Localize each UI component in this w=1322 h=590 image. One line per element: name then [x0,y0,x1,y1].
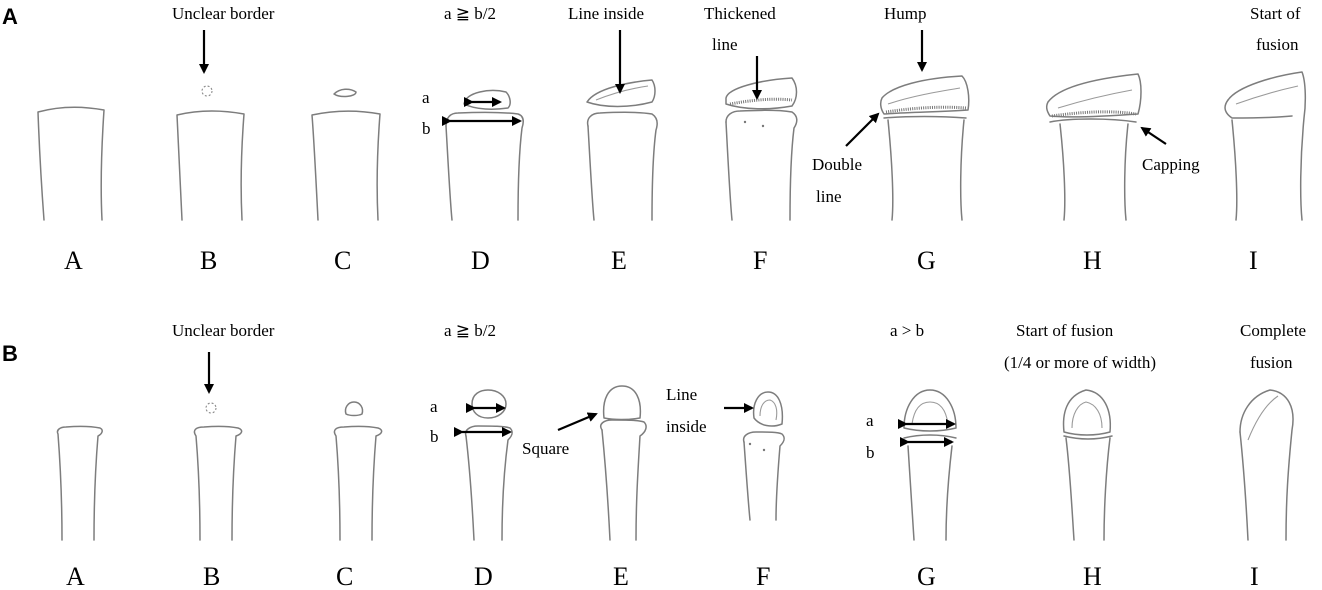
ann-start-fusion-1-a: Start of [1250,4,1301,23]
ann-line-inside-1-b: Line [666,385,697,404]
panel-b-stage-a-bone [56,425,103,541]
ann-double-line-1-a: Double [812,155,862,174]
ann-a-a: a [422,88,430,107]
panel-a-stage-label: B [200,246,217,275]
panel-a-stage-c-bone [311,88,381,221]
ann-ratio-a: a ≧ b/2 [444,4,496,23]
panel-a-stage-label: G [917,246,936,275]
ann-unclear-border-a: Unclear border [172,4,275,23]
panel-b-stage-label: B [203,562,220,590]
ann-start-fusion-note-b: (1/4 or more of width) [1004,353,1156,372]
ann-complete-fusion-2-b: fusion [1250,353,1293,372]
panel-b-stage-c-bone [333,401,383,541]
panel-a-stage-f-bone [725,77,798,221]
panel-b-stage-e-bone [600,385,647,541]
panel-a-stage-label: D [471,246,490,275]
ann-a-g-b: a [866,411,874,430]
panel-b-stage-label: H [1083,562,1102,590]
arrow-capping-a [1140,126,1167,145]
panel-a-stage-e-bone [586,79,658,221]
panel-a-stage-a-bone [37,106,105,221]
ann-start-fusion-b: Start of fusion [1016,321,1114,340]
panel-b-stage-b-bone [193,402,243,541]
panel-b-stage-f-bone [742,391,785,521]
panel-b-stage-label: D [474,562,493,590]
panel-b-stage-h-bone [1062,389,1113,541]
panel-a-stage-h-bone [1045,73,1142,221]
panel-b-stage-g-bone [898,389,957,541]
panel-b-stage-label: G [917,562,936,590]
panel-a-stage-g-bone [879,75,970,221]
panel-b-stage-label: C [336,562,353,590]
ann-ratio-b: a ≧ b/2 [444,321,496,340]
ann-b-a: b [422,119,431,138]
ann-ratio-g-b: a > b [890,321,924,340]
panel-b-stage-label: A [66,562,85,590]
ann-complete-fusion-1-b: Complete [1240,321,1306,340]
panel-b-stage-d-bone [454,389,513,541]
panel-b-label: B [2,341,18,366]
panel-b-stage-i-bone [1239,389,1294,541]
panel-a-stage-label: F [753,246,767,275]
ann-line-inside-a: Line inside [568,4,644,23]
panel-a-stage-label: I [1249,246,1258,275]
ann-square-b: Square [522,439,569,458]
ann-double-line-2-a: line [816,187,842,206]
panel-a-stage-i-bone [1224,71,1307,221]
ann-thickened-2-a: line [712,35,738,54]
ann-unclear-border-b: Unclear border [172,321,275,340]
panel-b-stage-label: I [1250,562,1259,590]
unclear-border-dot-b [205,402,217,414]
panel-a-stage-label: H [1083,246,1102,275]
panel-a-stage-d-bone [442,89,524,221]
arrow-square-b [557,412,598,432]
panel-a-label: A [2,4,18,29]
ann-a-d-b: a [430,397,438,416]
ann-start-fusion-2-a: fusion [1256,35,1299,54]
panel-a-stage-label: C [334,246,351,275]
panel-a-stage-label: A [64,246,83,275]
arrow-double-line-a [845,112,880,147]
ann-capping-a: Capping [1142,155,1200,174]
panel-b-stage-label: F [756,562,770,590]
panel-a-stage-label: E [611,246,627,275]
ann-line-inside-2-b: inside [666,417,707,436]
ann-thickened-1-a: Thickened [704,4,776,23]
unclear-border-dot [201,85,213,97]
ann-b-d-b: b [430,427,439,446]
ann-b-g-b: b [866,443,875,462]
panel-b-stage-label: E [613,562,629,590]
panel-a-stage-b-bone [176,85,245,221]
ann-hump-a: Hump [884,4,927,23]
